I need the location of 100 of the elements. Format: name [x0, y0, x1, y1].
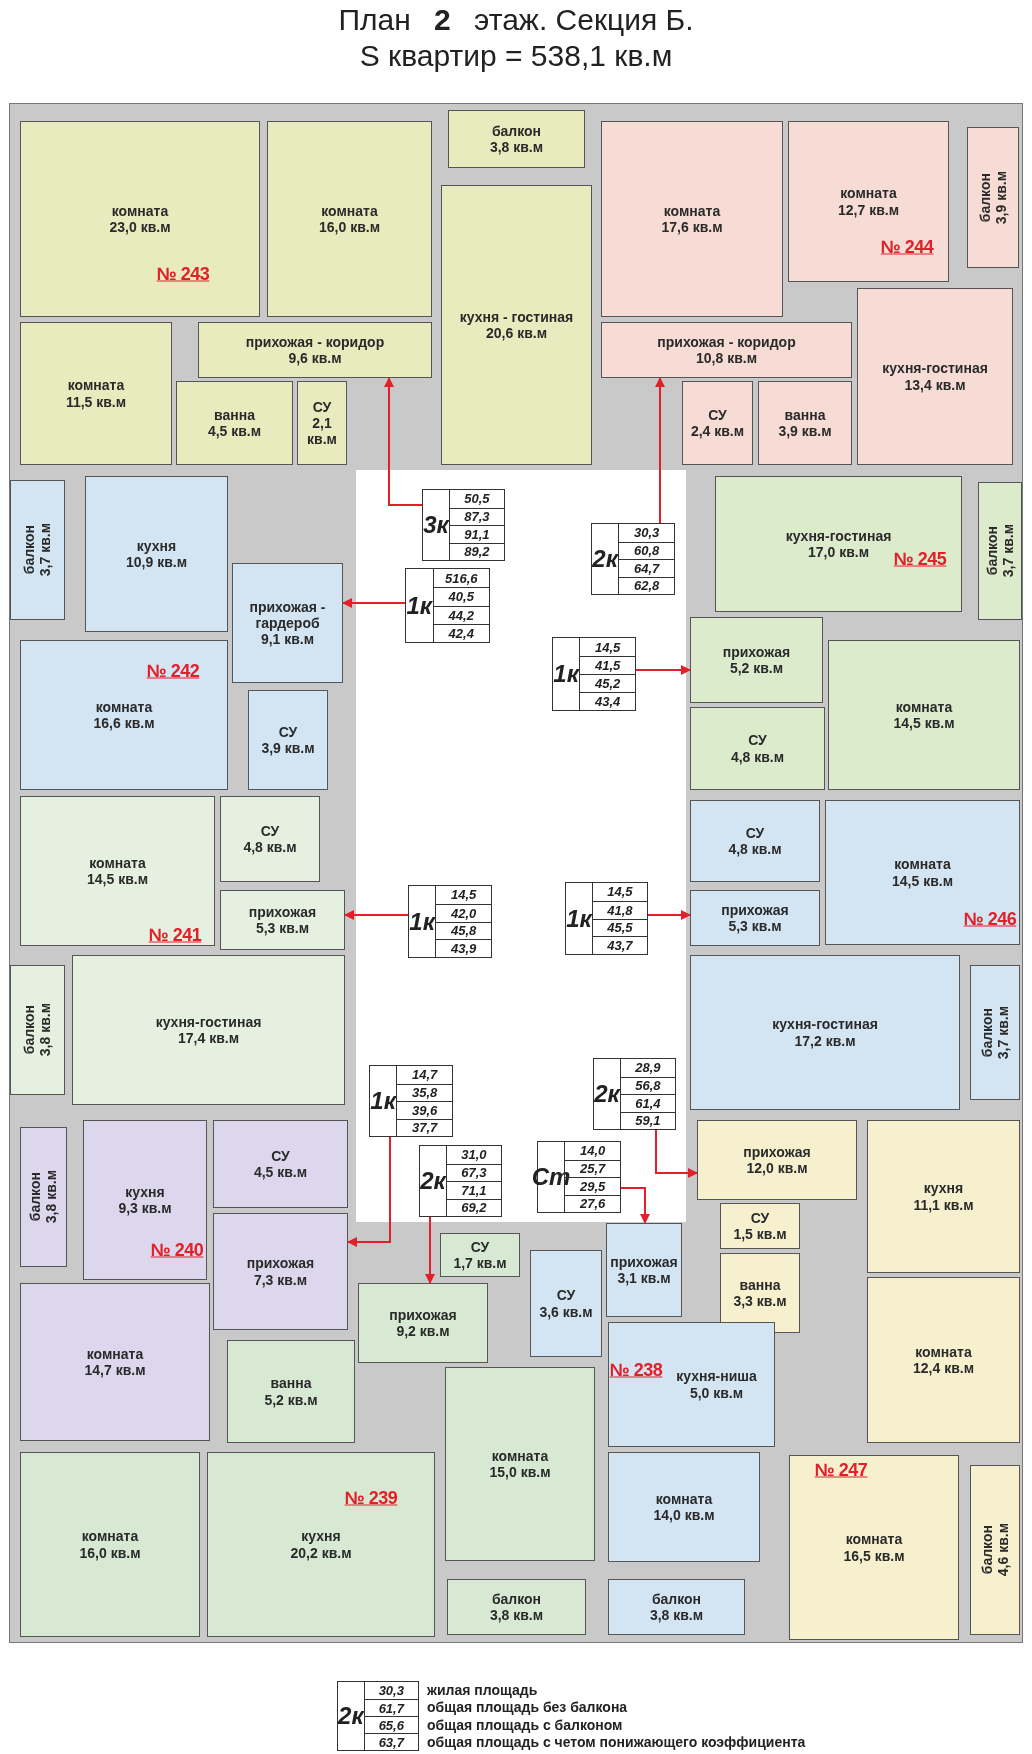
room-name: кухня	[125, 1183, 165, 1200]
room-area: 3,6 кв.м	[539, 1303, 593, 1320]
room-area: 1,7 кв.м	[453, 1255, 507, 1272]
room-area: 16,0 кв.м	[319, 219, 380, 236]
area-table	[405, 568, 490, 643]
room-area: 5,2 кв.м	[264, 1391, 318, 1408]
area-value: 50,5	[463, 490, 491, 508]
room	[220, 890, 345, 950]
room-area: 16,0 кв.м	[79, 1544, 141, 1561]
apartment-number: № 242	[146, 660, 200, 682]
room-area: 11,1 кв.м	[913, 1196, 974, 1213]
room-area: 14,7 кв.м	[84, 1362, 146, 1379]
room-area: 17,0 кв.м	[808, 544, 869, 561]
room	[358, 1283, 488, 1363]
room	[85, 476, 228, 632]
room-area: 3,9 кв.м	[778, 423, 832, 440]
room-area: 9,1 кв.м	[260, 631, 315, 648]
area-value: 71,1	[446, 1181, 501, 1199]
room-name: комната	[86, 1345, 144, 1362]
area-value: 35,8	[397, 1083, 452, 1101]
room-area: 3,8 кв.м	[649, 1607, 704, 1624]
room	[207, 1452, 435, 1637]
room-area: 1,5 кв.м	[733, 1226, 787, 1243]
room	[690, 890, 820, 946]
plan-subtitle: S квартир = 538,1 кв.м	[358, 38, 674, 74]
area-value: 56,8	[620, 1076, 675, 1094]
area-table	[408, 885, 492, 958]
room-name: ванна	[270, 1375, 312, 1392]
area-value: 87,3	[449, 507, 504, 525]
room-area: 3,3 кв.м	[733, 1293, 787, 1310]
apartment-number: № 238	[609, 1359, 663, 1381]
room-area: 5,2 кв.м	[729, 660, 784, 677]
apartment-type: 1к	[370, 1087, 396, 1115]
room-area: 2,1 кв.м	[298, 414, 346, 448]
room-area: 3,8 кв.м	[489, 139, 544, 156]
room	[608, 1452, 760, 1562]
room	[788, 121, 949, 282]
area-table	[552, 637, 636, 711]
apartment-type: 1к	[406, 591, 433, 620]
room-name: комната	[111, 202, 169, 219]
room-area: 3,8 кв.м	[37, 1003, 54, 1057]
room-name: СУ	[271, 1147, 290, 1164]
entrance-arrow	[655, 1129, 698, 1178]
area-table	[369, 1065, 453, 1137]
area-table	[593, 1058, 676, 1130]
room-area: 12,0 кв.м	[746, 1160, 808, 1177]
room-area: 14,5 кв.м	[892, 872, 953, 889]
room-area: 12,4 кв.м	[913, 1360, 974, 1377]
area-value: 37,7	[397, 1118, 452, 1136]
room	[220, 796, 320, 882]
area-value: 14,5	[606, 883, 634, 901]
room-name: кухня	[923, 1180, 964, 1197]
room	[682, 381, 753, 465]
room-name: СУ	[748, 732, 767, 749]
room	[970, 965, 1020, 1100]
room-name: СУ	[745, 824, 765, 841]
room-name: прихожая	[389, 1306, 457, 1323]
area-value: 63,7	[364, 1733, 418, 1750]
room-name: комната	[845, 1531, 903, 1548]
apartment-type: 2к	[594, 1080, 620, 1108]
room	[608, 1579, 745, 1635]
room	[448, 110, 585, 168]
area-value: 28,9	[634, 1059, 662, 1077]
room	[867, 1120, 1020, 1273]
room-name: балкон	[976, 172, 993, 223]
area-value: 43,9	[436, 939, 491, 957]
room	[83, 1120, 207, 1280]
room-area: 7,3 кв.м	[253, 1271, 308, 1288]
room-area: 5,3 кв.м	[255, 920, 310, 937]
room	[20, 322, 172, 465]
room	[530, 1250, 602, 1357]
room-area: 12,7 кв.м	[838, 201, 899, 218]
room-name: СУ	[708, 406, 727, 423]
room-name: комната	[491, 1447, 549, 1464]
area-value: 61,4	[620, 1094, 675, 1112]
room	[697, 1120, 857, 1200]
room-name: прихожая	[721, 901, 789, 918]
room-name: кухня-гостиная	[772, 1016, 878, 1033]
room	[297, 381, 347, 465]
area-table	[422, 489, 505, 561]
room	[828, 640, 1020, 790]
area-value: 27,6	[565, 1194, 620, 1212]
room-area: 4,8 кв.м	[243, 839, 297, 856]
room	[970, 1465, 1020, 1635]
legend-description: жилая площадь	[427, 1681, 539, 1699]
entrance-arrow	[647, 910, 691, 920]
room	[606, 1223, 682, 1317]
room	[715, 476, 962, 612]
area-value: 91,1	[449, 525, 504, 543]
room-name: прихожая	[610, 1253, 678, 1270]
room-name: балкон	[21, 525, 38, 575]
area-value: 45,8	[436, 921, 491, 940]
area-table	[419, 1145, 502, 1217]
room-area: 3,9 кв.м	[993, 170, 1010, 225]
apartment-type: 1к	[566, 904, 592, 933]
room-name: кухня-гостиная	[785, 527, 892, 544]
apartment-type: 3к	[423, 511, 449, 539]
area-value: 44,2	[433, 605, 489, 624]
apartment-type: 2к	[420, 1167, 446, 1195]
room	[198, 322, 432, 378]
